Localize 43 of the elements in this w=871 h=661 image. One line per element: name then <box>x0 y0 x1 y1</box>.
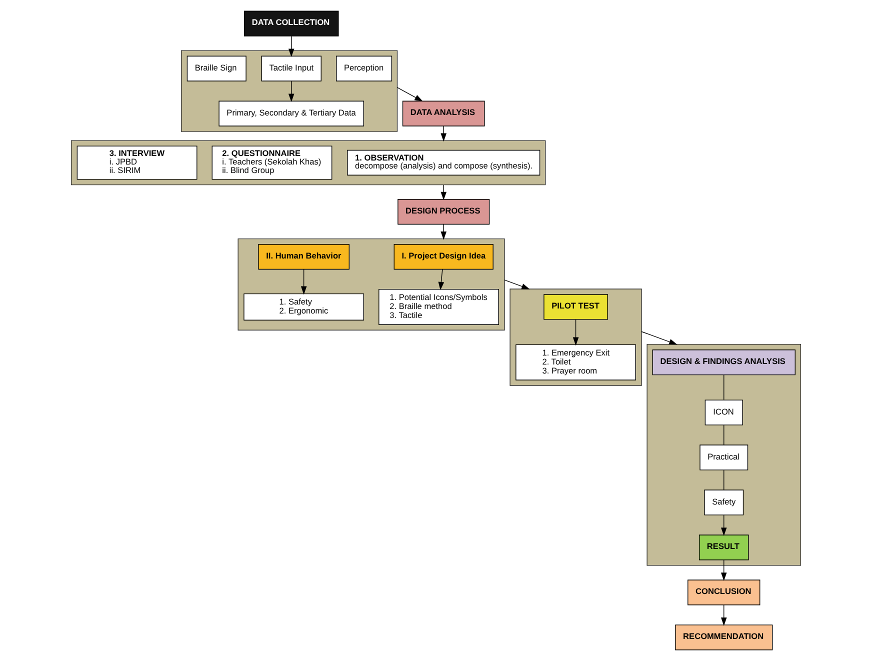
arrow <box>640 331 677 345</box>
node-box: RESULT <box>698 534 748 560</box>
node-box: I. Project Design Idea <box>393 244 493 270</box>
connector <box>723 374 724 400</box>
cluster <box>180 50 398 132</box>
node-box: DATA ANALYSIS <box>402 100 484 126</box>
arrow <box>720 604 726 626</box>
arrow <box>438 268 444 290</box>
node-box: ICON <box>704 400 742 426</box>
node-box: 1. OBSERVATION decompose (analysis) and compose (synthesis). <box>346 150 540 176</box>
node-box: Primary, Secondary & Tertiary Data <box>218 100 364 126</box>
node-box: 1. Emergency Exit 2. Toilet 3. Prayer room <box>515 344 636 380</box>
arrow <box>396 87 422 102</box>
node-box: Practical <box>699 444 748 470</box>
node-box: DATA COLLECTION <box>243 10 338 36</box>
cluster <box>509 288 642 386</box>
node-box: PILOT TEST <box>543 294 608 320</box>
node-box: 1. Safety 2. Ergonomic <box>243 293 364 320</box>
connector <box>723 424 724 446</box>
node-box: DESIGN PROCESS <box>397 199 490 225</box>
arrow <box>720 560 726 581</box>
arrow <box>288 36 294 58</box>
node-box: Safety <box>704 490 744 516</box>
node-box: II. Human Behavior <box>258 244 349 270</box>
node-box: CONCLUSION <box>687 580 760 606</box>
node-box: 2. QUESTIONNAIRE i. Teachers (Sekolah Khas) ii. Blind Group <box>211 146 332 180</box>
node-box: DESIGN & FINDINGS ANALYSIS <box>652 350 795 376</box>
cluster <box>646 344 801 566</box>
cluster <box>70 140 546 186</box>
node-box: Perception <box>336 56 392 82</box>
arrow <box>288 80 294 102</box>
arrow <box>572 319 578 346</box>
node-box: 3. INTERVIEW i. JPBD ii. SIRIM <box>76 146 197 180</box>
node-box: Braille Sign <box>186 56 246 82</box>
cluster <box>237 238 504 330</box>
node-box: 1. Potential Icons/Symbols 2. Braille method 3. Tactile <box>378 288 498 325</box>
arrow <box>300 268 306 295</box>
connector <box>723 470 724 490</box>
node-box: RECOMMENDATION <box>674 624 772 650</box>
arrow <box>720 514 726 536</box>
node-box: Tactile Input <box>260 56 321 82</box>
arrow <box>440 224 446 240</box>
arrow <box>504 280 530 290</box>
